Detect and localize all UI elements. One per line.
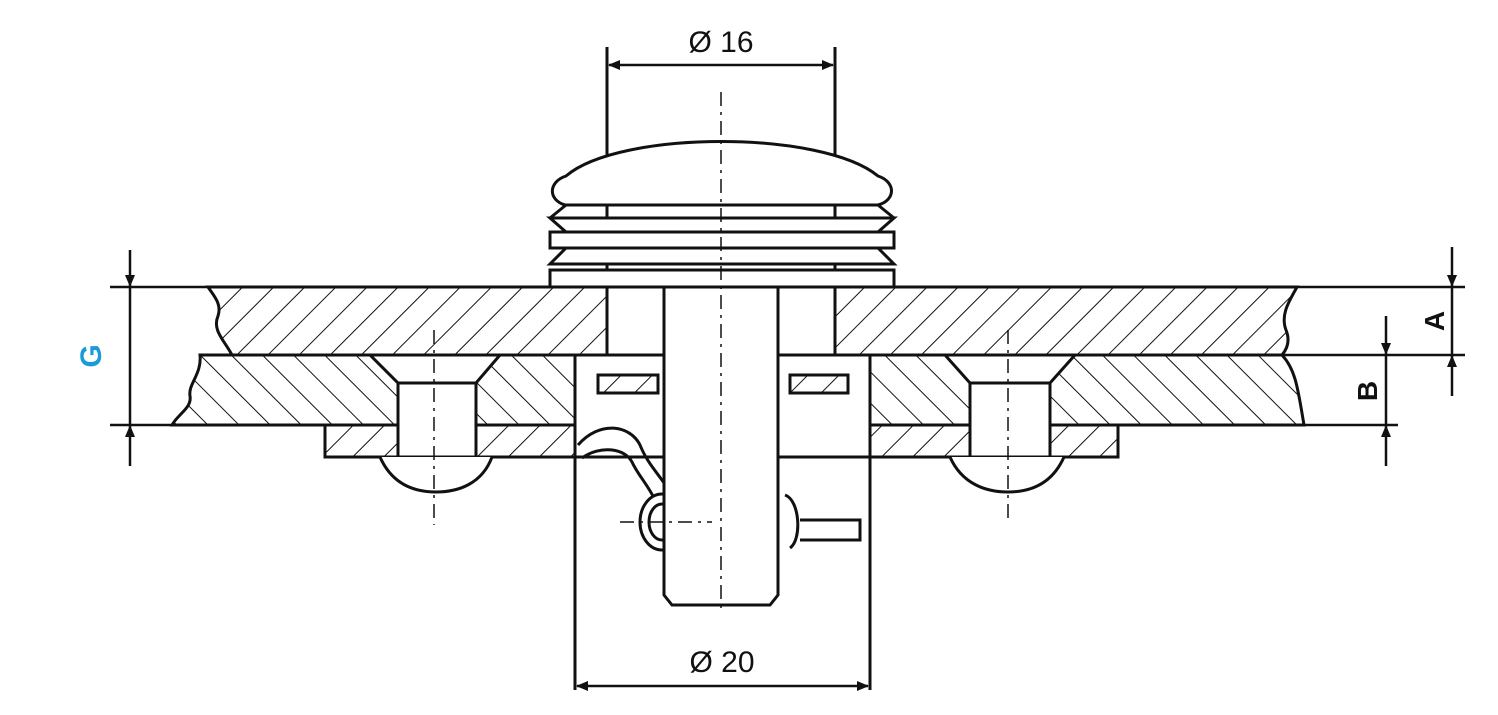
screw-left [378,381,494,494]
top-panel-left [205,285,609,357]
top-diameter-label: Ø 16 [688,26,753,59]
screw-right [948,381,1066,494]
knob-groove-3 [546,246,898,266]
bottom-plate-mid-right [868,423,972,459]
middle-panel-left [169,353,400,427]
knob [546,140,898,289]
knob-base [548,268,896,289]
dimension-a: A [1282,247,1465,396]
center-lines [433,92,1009,610]
bottom-plate-left [323,423,400,459]
bottom-plate-right [1048,423,1120,459]
bottom-plate-mid-left [474,423,577,459]
dimension-b: B [1304,316,1398,466]
g-label: G [75,344,108,367]
dimension-bottom-diameter: Ø 20 [576,646,869,691]
a-label: A [1419,311,1450,331]
middle-panel [169,353,1306,427]
bottom-plate [323,423,1120,459]
middle-panel-center-left [474,353,577,427]
dimension-g: G [75,250,208,466]
knob-cap [550,140,893,207]
lock-plates [596,373,850,395]
top-panel-right [833,285,1300,357]
knob-groove-1 [546,216,898,234]
knob-groove-2 [548,230,896,250]
top-panel [205,285,1300,357]
middle-panel-center-right [868,353,972,427]
spring-wire [576,426,672,501]
b-label: B [1352,381,1383,401]
bottom-diameter-label: Ø 20 [689,646,754,679]
dimension-top-diameter: Ø 16 [608,26,834,70]
middle-panel-right [1048,353,1306,427]
